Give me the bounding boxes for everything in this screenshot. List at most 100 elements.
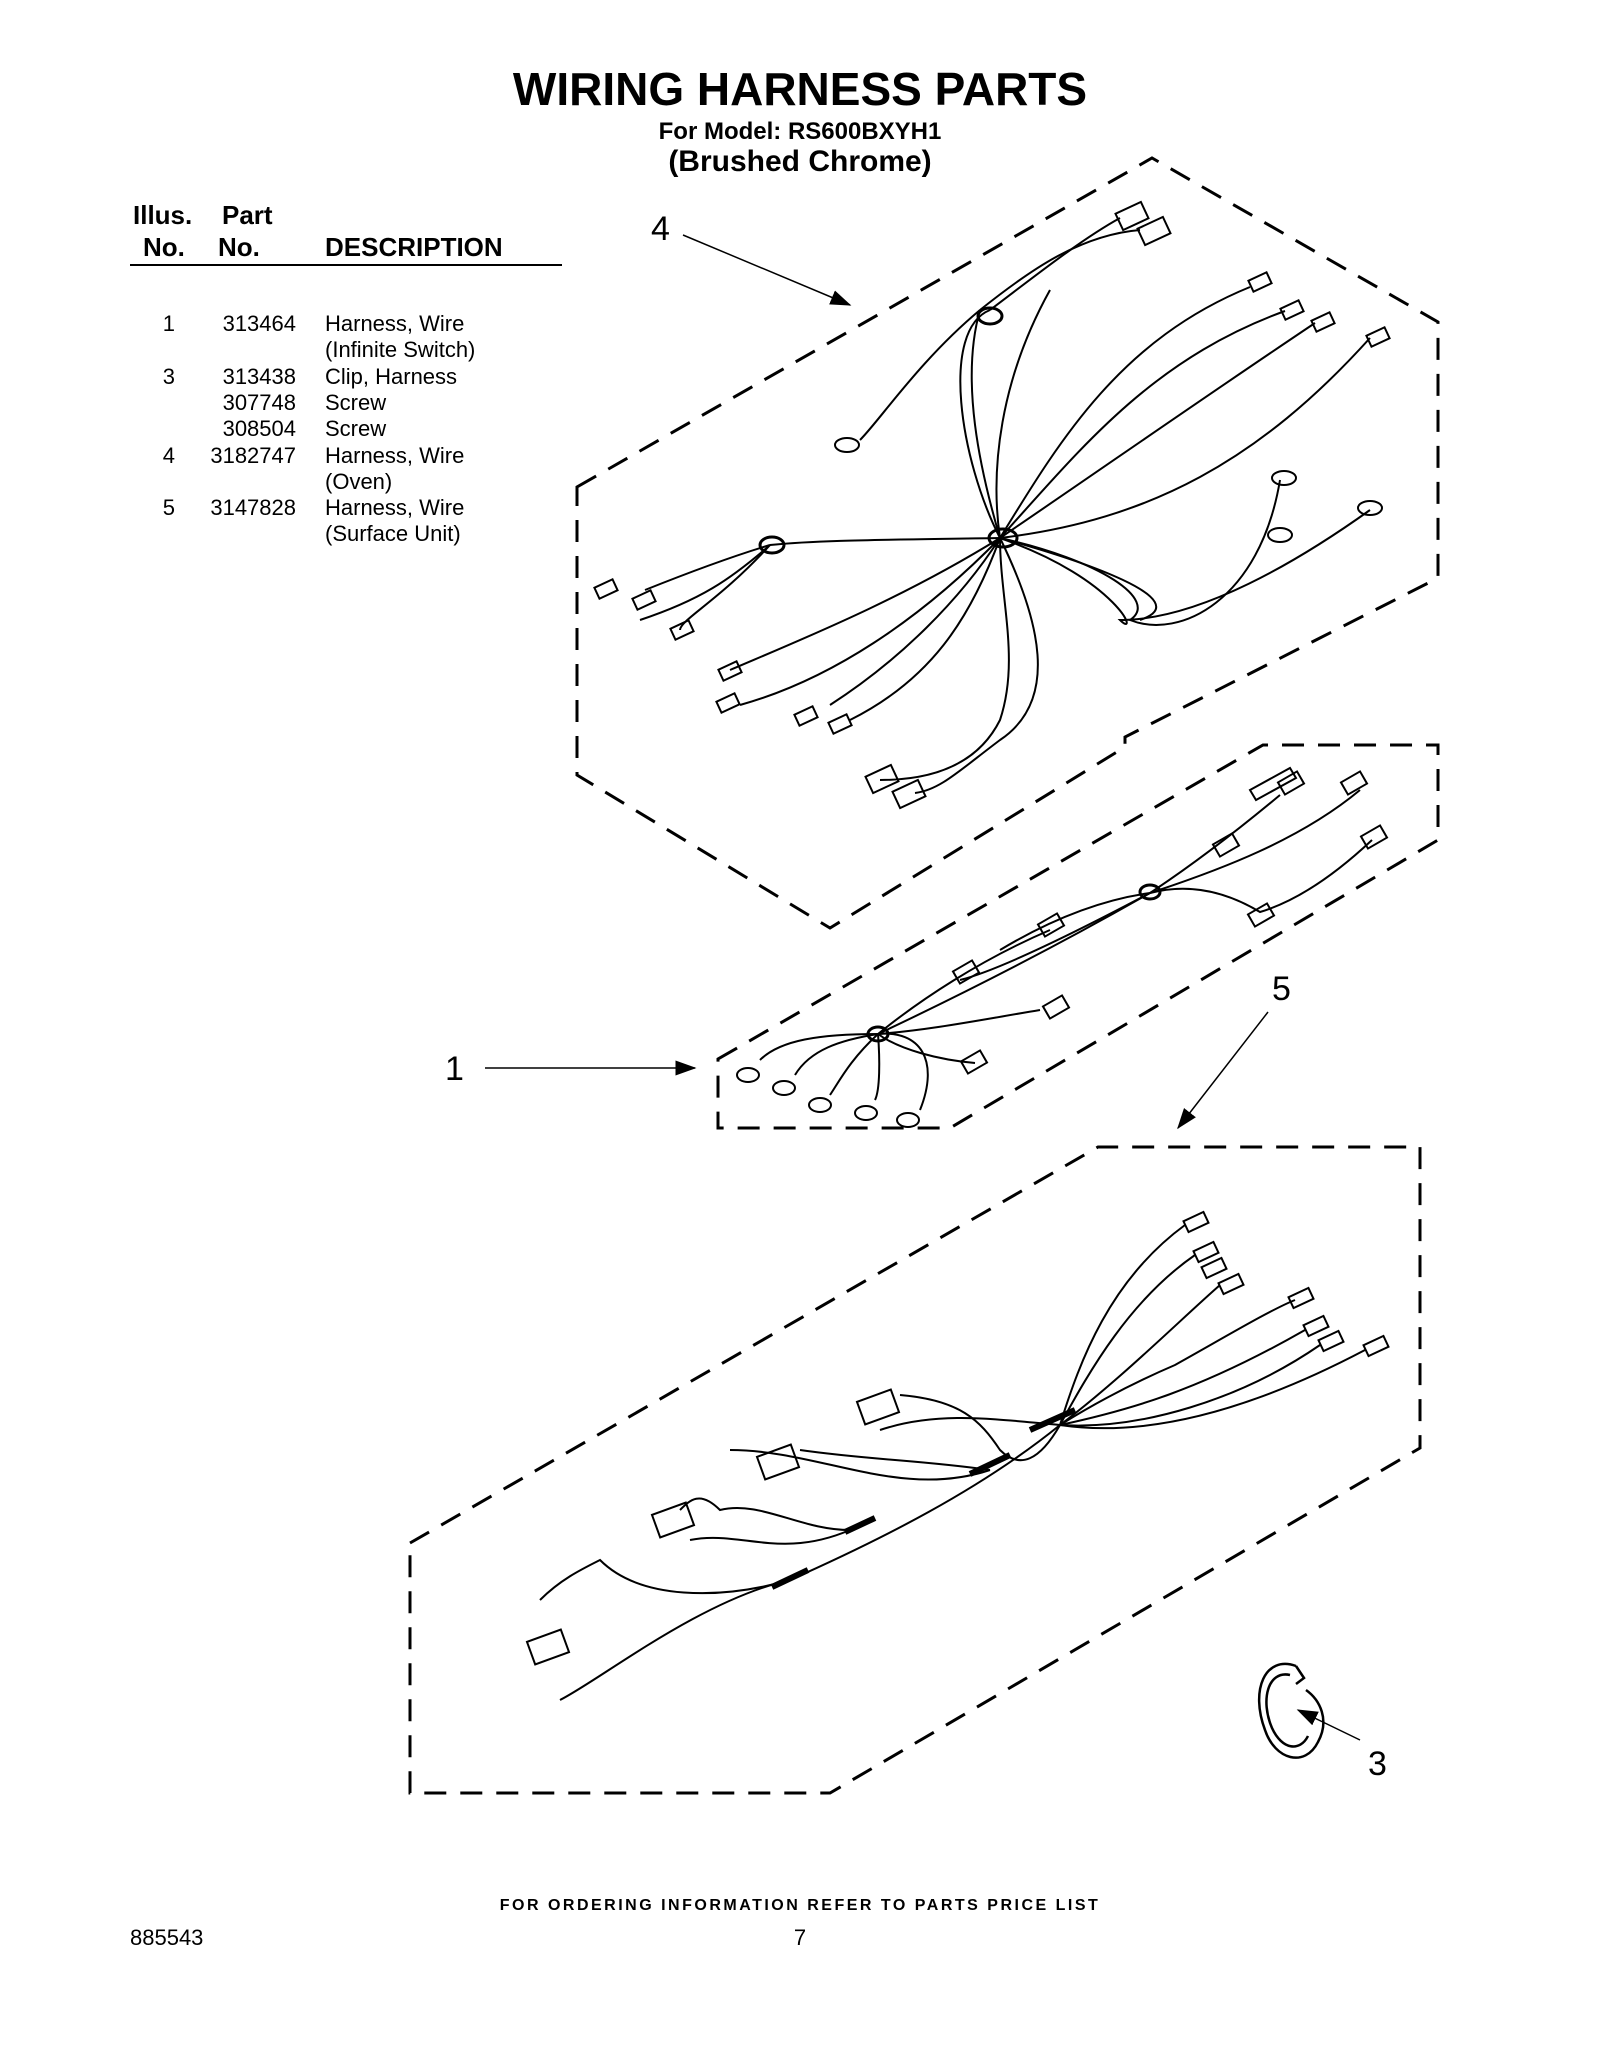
description: Harness, Wire — [325, 495, 465, 520]
spade-terminal — [1365, 326, 1391, 348]
ordering-note: FOR ORDERING INFORMATION REFER TO PARTS … — [499, 1897, 1101, 1914]
ring-terminal — [896, 1112, 920, 1128]
callout-arrow-3 — [1296, 1709, 1361, 1741]
document-number: 885543 — [130, 1925, 204, 1950]
spade-terminal — [1302, 1314, 1330, 1338]
ring-terminal — [854, 1105, 878, 1121]
switch-harness-wires — [759, 789, 1373, 1111]
harness-clip — [976, 306, 1004, 326]
ring-terminal — [834, 437, 860, 453]
description-detail: (Surface Unit) — [325, 521, 461, 546]
spade-terminal — [717, 660, 743, 682]
harness-clip — [866, 1025, 890, 1043]
ring-terminal — [1357, 500, 1383, 516]
spade-terminal — [1041, 994, 1071, 1020]
spade-terminal — [631, 589, 657, 611]
spade-terminal — [1182, 1210, 1210, 1234]
plug-connector — [755, 1443, 801, 1481]
callout-4: 4 — [651, 210, 670, 248]
harness-clip — [1138, 883, 1162, 901]
callout-arrow-5 — [1177, 1011, 1269, 1130]
harness-clip — [987, 527, 1019, 549]
spade-terminal — [1200, 1256, 1228, 1280]
spade-terminal — [1287, 1286, 1315, 1310]
callout-arrow-4 — [682, 234, 852, 306]
part-no: 3182747 — [210, 443, 296, 468]
ring-terminal — [1271, 470, 1297, 486]
plug-connector — [525, 1628, 571, 1666]
plug-connector — [650, 1501, 696, 1539]
spade-terminal — [1276, 770, 1306, 796]
spade-terminal — [1362, 1334, 1390, 1358]
spade-terminal — [1192, 1240, 1220, 1264]
switch-harness-boundary — [716, 743, 1440, 1130]
description: Harness, Wire — [325, 443, 465, 468]
spade-terminal — [951, 959, 981, 985]
description-detail: (Infinite Switch) — [325, 337, 476, 362]
oven-harness-group — [575, 156, 1440, 930]
spade-terminal — [593, 578, 619, 600]
block-connector — [864, 763, 900, 795]
harness-sleeve — [843, 1515, 877, 1535]
spade-terminal — [669, 619, 695, 641]
description-detail: (Oven) — [325, 469, 393, 494]
spade-terminal — [1359, 824, 1389, 850]
illus-no: 5 — [162, 495, 175, 520]
plug-connector — [855, 1388, 901, 1426]
page-number: 7 — [793, 1925, 807, 1950]
spade-terminal — [1247, 271, 1273, 293]
oven-harness-boundary — [575, 156, 1440, 930]
illus-no: 4 — [162, 443, 175, 468]
spade-terminal — [1339, 770, 1369, 796]
block-connector — [1136, 215, 1172, 247]
description-header: DESCRIPTION — [325, 232, 503, 262]
illus-no: 3 — [162, 364, 175, 389]
illus-header-top: Illus. — [133, 200, 193, 230]
spade-terminal — [1317, 1329, 1345, 1353]
block-connector — [891, 778, 927, 810]
ring-terminal — [808, 1097, 832, 1113]
harness-clip-part — [1257, 1662, 1325, 1759]
description: Screw — [325, 416, 387, 441]
spade-terminal — [1217, 1272, 1245, 1296]
spade-terminal — [1036, 912, 1066, 938]
finish-line: (Brushed Chrome) — [668, 145, 932, 178]
spade-terminal — [715, 692, 741, 714]
callout-5: 5 — [1272, 970, 1291, 1008]
description: Screw — [325, 390, 387, 415]
block-connector — [1114, 200, 1150, 232]
part-no: 307748 — [222, 390, 296, 415]
ring-terminal — [1267, 527, 1293, 543]
spade-terminal — [827, 713, 853, 735]
callout-3: 3 — [1368, 1745, 1387, 1783]
spade-terminal — [793, 705, 819, 727]
spade-terminal — [1279, 299, 1305, 321]
surface-harness-boundary — [408, 1145, 1422, 1795]
part-header-bottom: No. — [218, 232, 260, 262]
ring-terminal — [736, 1067, 760, 1083]
ring-terminal — [772, 1080, 796, 1096]
surface-harness-wires — [539, 1224, 1366, 1701]
part-no: 3147828 — [210, 495, 296, 520]
description: Clip, Harness — [325, 364, 458, 389]
illus-header-bottom: No. — [143, 232, 185, 262]
surface-harness-group — [408, 1145, 1422, 1795]
part-header-top: Part — [222, 200, 273, 230]
illus-no: 1 — [162, 311, 175, 336]
oven-harness-wires — [639, 217, 1371, 794]
harness-sleeve — [968, 1452, 1012, 1477]
part-no: 313464 — [222, 311, 296, 336]
model-line: For Model: RS600BXYH1 — [658, 118, 942, 145]
spade-terminal — [959, 1049, 989, 1075]
page-title: WIRING HARNESS PARTS — [512, 63, 1088, 115]
spade-terminal — [1310, 311, 1336, 333]
header-rule — [130, 264, 562, 266]
spade-terminal — [1211, 832, 1241, 858]
harness-clip — [758, 535, 786, 555]
description: Harness, Wire — [325, 311, 465, 336]
switch-harness-group — [716, 743, 1440, 1130]
callout-1: 1 — [445, 1050, 464, 1088]
part-no: 313438 — [222, 364, 296, 389]
harness-sleeve — [1028, 1407, 1077, 1433]
